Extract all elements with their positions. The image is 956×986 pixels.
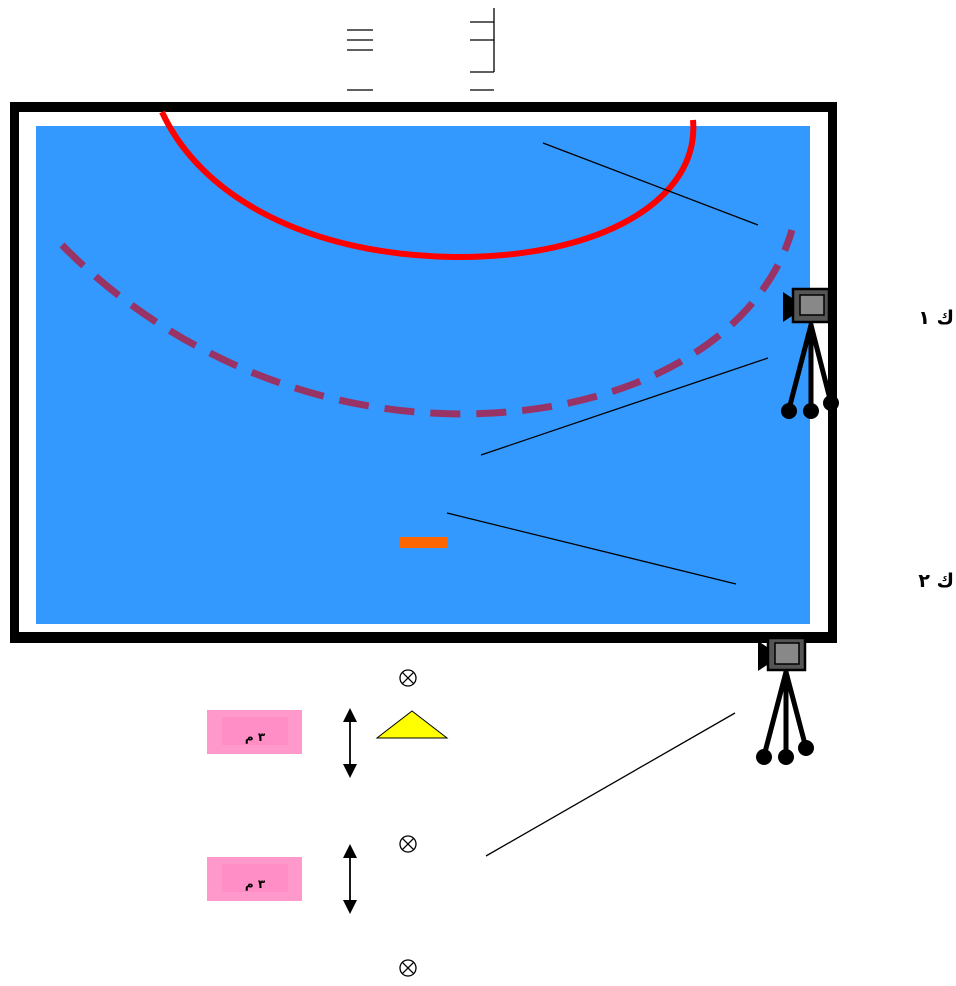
double-arrow-icon xyxy=(343,844,357,914)
double-arrow-icon xyxy=(343,708,357,778)
tripod-icon xyxy=(761,669,809,759)
free-throw-line xyxy=(59,229,796,418)
tripod-icon xyxy=(786,322,834,412)
distance-label-2: ٣ م xyxy=(245,877,266,892)
distance-label-1: ٣ م xyxy=(245,730,266,745)
camera-2 xyxy=(756,636,814,765)
distance-box-1: ٣ م xyxy=(207,710,302,754)
x-marker-icon xyxy=(399,835,417,853)
view-lines xyxy=(446,142,769,857)
distance-box-2: ٣ م xyxy=(207,857,302,901)
camera-1-label: ك ١ xyxy=(918,307,954,329)
video-camera-icon xyxy=(758,636,807,672)
video-camera-icon xyxy=(783,287,831,324)
goal-symbols xyxy=(347,8,495,91)
camera-1 xyxy=(781,287,839,419)
x-marker-icon xyxy=(399,669,417,687)
court-marker xyxy=(399,537,447,548)
goal-area-line xyxy=(159,110,697,261)
cone-icon xyxy=(375,710,449,739)
camera-2-label: ك ٢ xyxy=(918,570,954,592)
x-marker-icon xyxy=(399,959,417,977)
